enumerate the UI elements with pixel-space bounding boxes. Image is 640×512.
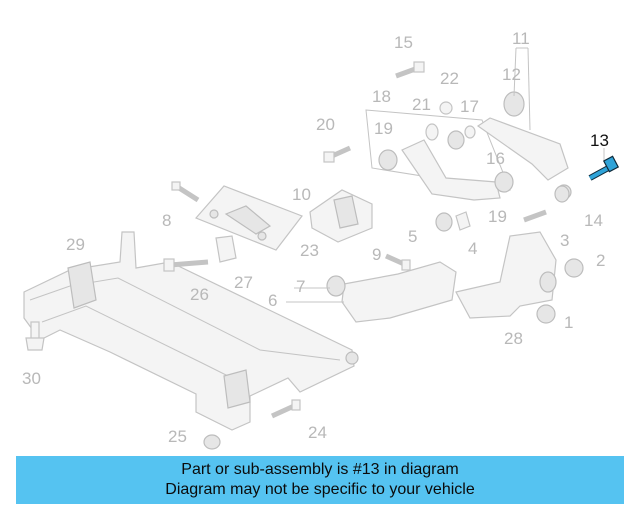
callout-25: 25 [168, 427, 187, 446]
callout-27: 27 [234, 273, 253, 292]
bushing-25 [203, 434, 221, 450]
callout-9: 9 [372, 245, 381, 264]
bushing-5 [435, 212, 453, 232]
callout-11: 11 [512, 29, 530, 48]
callout-23: 23 [300, 241, 319, 260]
callout-28: 28 [504, 329, 523, 348]
nut-22 [439, 101, 453, 115]
bolt-26 [163, 258, 209, 272]
callout-4: 4 [468, 239, 477, 258]
bolt-13[interactable] [588, 148, 620, 181]
banner-line-2: Diagram may not be specific to your vehi… [165, 481, 475, 498]
callout-21: 21 [412, 95, 431, 114]
callout-15: 15 [394, 33, 413, 52]
info-banner: Part or sub-assembly is #13 in diagram D… [16, 456, 624, 504]
callout-18: 18 [372, 87, 391, 106]
callout-24: 24 [308, 423, 327, 442]
callout-19-lower: 19 [488, 207, 507, 226]
bolt-14 [554, 185, 570, 203]
bolt-3 [523, 209, 547, 223]
callout-7: 7 [296, 277, 305, 296]
callout-12: 12 [502, 65, 521, 84]
mount-10 [309, 189, 373, 243]
callout-26: 26 [190, 285, 209, 304]
callout-5: 5 [408, 227, 417, 246]
bracket-4 [455, 211, 471, 231]
callout-14: 14 [584, 211, 603, 230]
callout-13: 13 [590, 131, 609, 150]
bolt-9 [384, 253, 411, 271]
callout-1: 1 [564, 313, 573, 332]
callout-16: 16 [486, 149, 505, 168]
bracket-27 [215, 235, 237, 263]
lower-arm-6 [326, 261, 457, 323]
callout-20: 20 [316, 115, 335, 134]
callout-30: 30 [22, 369, 41, 388]
subframe [23, 231, 359, 431]
bushing-28 [536, 304, 556, 324]
link-box-23 [194, 185, 303, 251]
callout-8: 8 [162, 211, 171, 230]
callout-2: 2 [596, 251, 605, 270]
callout-19-upper: 19 [374, 119, 393, 138]
upper-arm-18 [365, 109, 514, 201]
banner-line-1: Part or sub-assembly is #13 in diagram [181, 461, 459, 478]
callout-3: 3 [560, 231, 569, 250]
knuckle-1 [455, 231, 557, 319]
bolt-24 [270, 399, 301, 419]
callout-10: 10 [292, 185, 311, 204]
bushing-2 [564, 258, 584, 278]
washer-17 [464, 125, 476, 139]
callout-29: 29 [66, 235, 85, 254]
bolt-20 [323, 145, 352, 163]
washer-21 [425, 123, 439, 141]
callout-6: 6 [268, 291, 277, 310]
callout-17: 17 [460, 97, 479, 116]
bolt-8 [171, 181, 200, 203]
bolt-30 [25, 321, 45, 351]
bolt-15 [395, 61, 425, 79]
callout-22: 22 [440, 69, 459, 88]
